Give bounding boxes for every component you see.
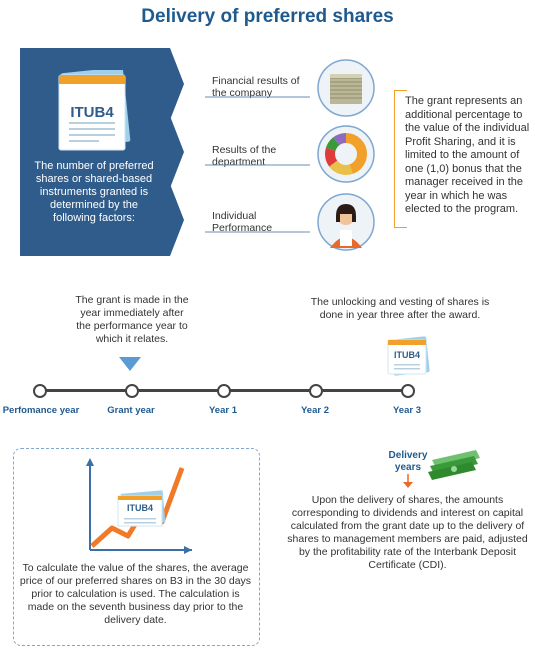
donut-chart-icon xyxy=(317,125,375,183)
document-label: ITUB4 xyxy=(70,104,114,121)
timeline-label-performance: Perfomance year xyxy=(2,405,80,416)
description-bracket xyxy=(394,90,407,228)
vesting-note: The unlocking and vesting of shares is d… xyxy=(310,296,490,321)
person-icon xyxy=(317,193,375,251)
timeline-label-year1: Year 1 xyxy=(209,405,237,416)
grant-description: The grant represents an additional perce… xyxy=(405,95,530,215)
chart-document-label: ITUB4 xyxy=(126,503,153,513)
timeline-label-year3: Year 3 xyxy=(393,405,421,416)
vesting-document-label: ITUB4 xyxy=(393,350,420,360)
calculation-text: To calculate the value of the shares, th… xyxy=(19,562,252,626)
price-chart-icon xyxy=(86,458,192,554)
timeline-dot-year2 xyxy=(309,384,323,398)
timeline-dot-year3 xyxy=(401,384,415,398)
factor-financial-label: Financial results of the company xyxy=(212,75,300,99)
timeline-label-year2: Year 2 xyxy=(301,405,329,416)
timeline-dot-grant xyxy=(125,384,139,398)
page-title: Delivery of preferred shares xyxy=(141,6,394,27)
delivery-arrow-icon xyxy=(403,474,413,488)
vesting-document-icon xyxy=(387,336,430,376)
factor-underline-1 xyxy=(205,96,310,98)
factor-underline-3 xyxy=(205,231,310,233)
grant-note: The grant is made in the year immediatel… xyxy=(75,294,189,345)
timeline-dot-performance xyxy=(33,384,47,398)
down-arrow-icon xyxy=(119,357,141,371)
timeline-label-grant: Grant year xyxy=(107,405,155,416)
panel-text: The number of preferred shares or shared… xyxy=(34,160,154,224)
panel-arrows xyxy=(160,48,184,256)
cash-bills-icon xyxy=(428,450,480,480)
factor-underline-2 xyxy=(205,164,310,166)
calculation-box xyxy=(13,448,260,646)
delivery-label: Delivery years xyxy=(388,450,428,473)
money-stack-icon xyxy=(317,59,375,117)
document-icon xyxy=(58,70,131,151)
delivery-text: Upon the delivery of shares, the amounts… xyxy=(287,494,528,571)
factor-individual-label: Individual Performance xyxy=(212,210,273,234)
timeline-dot-year1 xyxy=(217,384,231,398)
